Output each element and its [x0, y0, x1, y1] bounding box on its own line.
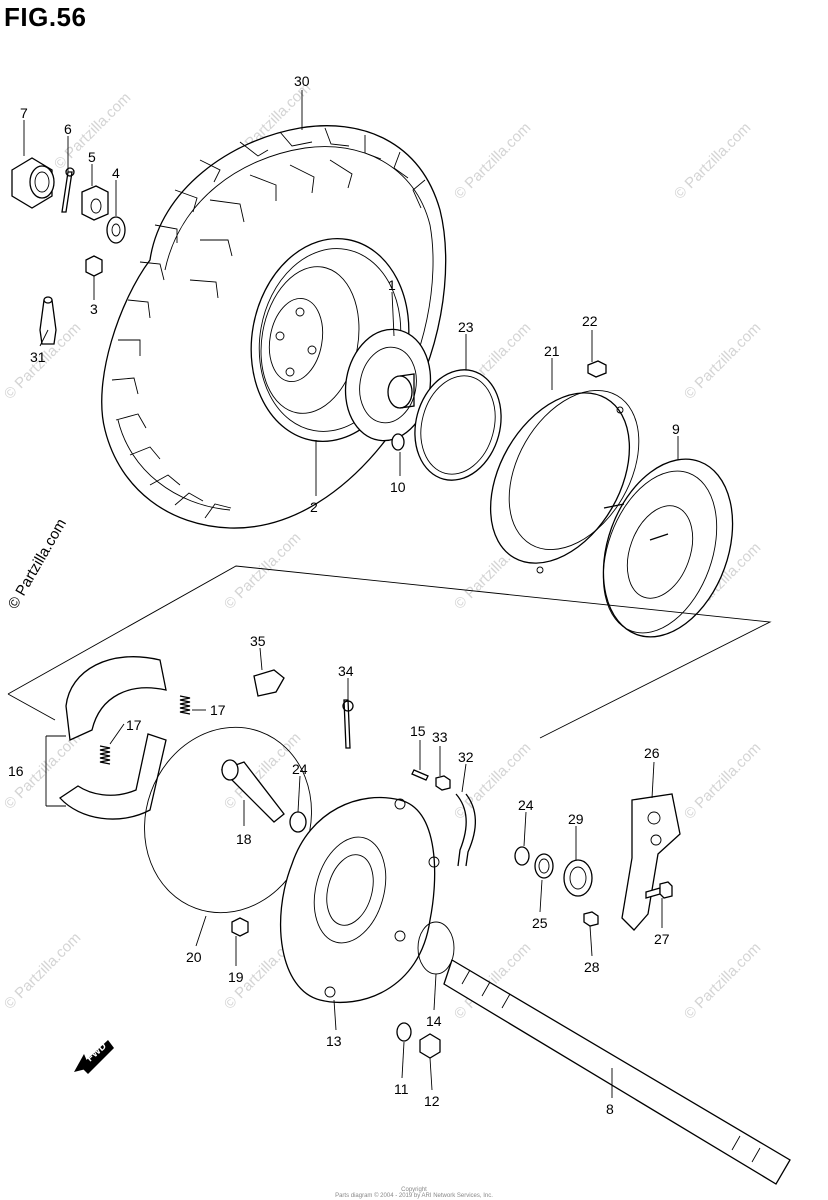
cover-part-21	[489, 389, 640, 574]
callout-27: 27	[654, 931, 670, 947]
nut-part-33	[435, 775, 451, 791]
callout-34: 34	[338, 663, 354, 679]
callout-3: 3	[90, 301, 98, 317]
watermark: © Partzilla.com	[681, 939, 764, 1022]
callout-21: 21	[544, 343, 560, 359]
callout-18: 18	[236, 831, 252, 847]
figure-title: FIG.56	[4, 2, 87, 32]
bolt-part-22	[587, 360, 607, 378]
callout-12: 12	[424, 1093, 440, 1109]
hose-part-32	[455, 793, 476, 867]
callout-2: 2	[310, 499, 318, 515]
brake-shoe-part-16	[59, 656, 167, 820]
callout-26: 26	[644, 745, 660, 761]
callout-7: 7	[20, 105, 28, 121]
oring-part-14	[417, 921, 455, 975]
watermark: © Partzilla.com	[451, 119, 534, 202]
cap-part-7	[11, 157, 55, 209]
callout-11: 11	[394, 1081, 409, 1097]
callout-19: 19	[228, 969, 244, 985]
lever-part-26	[621, 793, 681, 931]
callout-30: 30	[294, 73, 310, 89]
clip-part-35	[253, 669, 285, 697]
callout-23: 23	[458, 319, 474, 335]
valve-part-31	[39, 296, 57, 345]
nut-part-28	[583, 911, 599, 927]
watermark: © Partzilla.com	[681, 319, 764, 402]
callout-17b: 17	[126, 717, 142, 733]
tire-part-30	[101, 125, 447, 529]
callout-29: 29	[568, 811, 584, 827]
footer-line-2: Parts diagram © 2004 - 2019 by ARI Netwo…	[335, 1193, 493, 1199]
callout-28: 28	[584, 959, 600, 975]
callout-8: 8	[606, 1101, 614, 1117]
callout-13: 13	[326, 1033, 342, 1049]
watermark: © Partzilla.com	[681, 739, 764, 822]
callout-17a: 17	[210, 702, 226, 718]
callout-15: 15	[410, 723, 426, 739]
leader-lines	[23, 90, 679, 1098]
callout-35: 35	[250, 633, 266, 649]
panel-part-13	[279, 796, 440, 1004]
washer-part-11	[396, 1022, 412, 1042]
watermark-bold: © Partzilla.com	[5, 516, 70, 612]
oring-part-24a	[289, 811, 307, 833]
callout-33: 33	[432, 729, 448, 745]
pin-part-34	[342, 699, 354, 749]
callout-16: 16	[8, 763, 24, 779]
plug-part-12	[419, 1033, 441, 1059]
axle-part-8	[443, 959, 791, 1185]
watermark: © Partzilla.com	[671, 119, 754, 202]
callout-20: 20	[186, 949, 202, 965]
spring-part-29	[563, 859, 593, 897]
copyright-footer: Copyright Parts diagram © 2004 - 2019 by…	[0, 1187, 828, 1199]
callout-31: 31	[30, 349, 46, 365]
pin-part-15	[411, 769, 429, 781]
watermark: © Partzilla.com	[221, 529, 304, 612]
washer-part-24b	[514, 846, 530, 866]
callout-1: 1	[388, 277, 396, 293]
callout-4: 4	[112, 165, 120, 181]
callout-14: 14	[426, 1013, 442, 1029]
drum-part-9	[602, 458, 734, 638]
spring-part-17	[99, 695, 191, 765]
callout-22: 22	[582, 313, 598, 329]
callout-5: 5	[88, 149, 96, 165]
callout-9: 9	[672, 421, 680, 437]
watermark: © Partzilla.com	[1, 929, 84, 1012]
footer-line-1: Copyright	[401, 1187, 427, 1193]
nut-part-5	[81, 185, 109, 221]
washer-part-10	[391, 433, 405, 451]
fwd-arrow-icon: FWD	[74, 1040, 114, 1074]
callout-6: 6	[64, 121, 72, 137]
shaft-part-18	[220, 759, 285, 823]
callout-25: 25	[532, 915, 548, 931]
cotter-pin-part-6	[61, 167, 75, 213]
callouts: 30 7 6 5 4 3 31 1 2 23 22 21 10 9 35 34 …	[8, 73, 680, 1117]
callout-24a: 24	[292, 761, 308, 777]
oring-part-23	[414, 369, 502, 481]
washer-part-4	[106, 216, 126, 244]
bolt-part-19	[231, 917, 249, 937]
nut-part-3	[85, 255, 103, 277]
callout-10: 10	[390, 479, 406, 495]
bolt-part-27	[645, 881, 673, 899]
callout-32: 32	[458, 749, 474, 765]
washer-part-25	[534, 853, 554, 879]
callout-24b: 24	[518, 797, 534, 813]
assembly-outline	[7, 565, 772, 739]
